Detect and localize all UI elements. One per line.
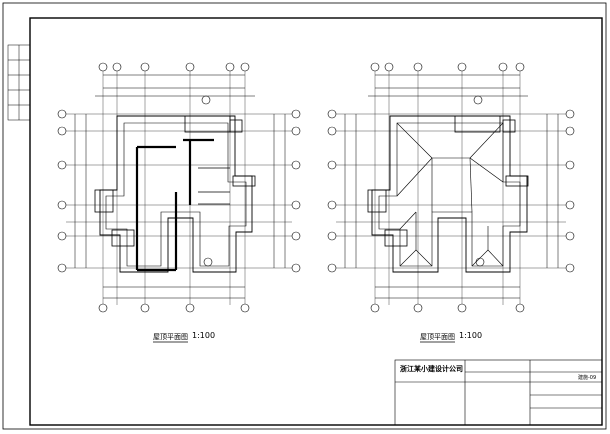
right-plan-caption: 屋顶平面图 [420, 333, 455, 341]
axis-bubbles [57, 62, 575, 313]
margin-sign-block [7, 44, 31, 121]
right-plan-scale: 1:100 [459, 331, 483, 340]
company-name: 浙江某小建设计公司 [400, 365, 463, 373]
sheet-code: 建施-09 [578, 375, 597, 381]
left-plan-scale: 1:100 [192, 331, 216, 340]
right-roof-plan [336, 70, 566, 305]
left-roof-plan [66, 70, 292, 305]
section-markers [201, 95, 485, 267]
outer-border [2, 2, 607, 430]
title-block [394, 359, 603, 426]
left-plan-caption: 屋顶平面图 [153, 333, 188, 341]
inner-border [29, 17, 603, 426]
